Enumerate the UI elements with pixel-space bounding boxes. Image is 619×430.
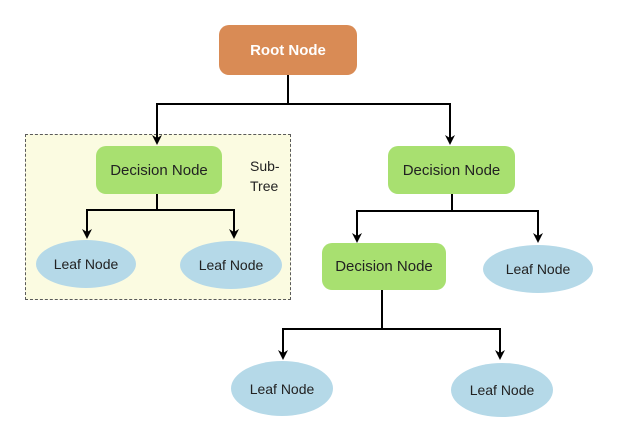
decision-node-lower: Decision Node: [322, 243, 446, 290]
leaf-node-label: Leaf Node: [198, 257, 264, 273]
decision-node-label: Decision Node: [110, 161, 208, 179]
leaf-node-left-2: Leaf Node: [180, 241, 282, 289]
edge-decision-left-to-leaf-1: [82, 194, 158, 239]
edge-decision-lower-to-leaf-2: [382, 328, 505, 360]
leaf-node-bottom-2: Leaf Node: [451, 363, 553, 417]
edge-decision-lower-to-leaf-1: [278, 290, 383, 360]
decision-node-left: Decision Node: [96, 146, 222, 194]
edge-root-to-decision-left: [152, 75, 289, 145]
leaf-node-label: Leaf Node: [249, 380, 315, 397]
root-node: Root Node: [219, 25, 357, 75]
leaf-node-right: Leaf Node: [483, 245, 593, 293]
root-node-label: Root Node: [250, 41, 326, 59]
subtree-label-line-2: Tree: [250, 178, 279, 194]
leaf-node-label: Leaf Node: [505, 261, 571, 277]
edge-decision-left-to-leaf-2: [157, 209, 239, 239]
subtree-label: Sub- Tree: [250, 156, 286, 196]
leaf-node-bottom-1: Leaf Node: [231, 361, 333, 416]
leaf-node-left-1: Leaf Node: [36, 240, 136, 288]
decision-node-label: Decision Node: [335, 258, 433, 275]
decision-node-right: Decision Node: [388, 146, 515, 194]
edge-root-to-decision-right: [288, 103, 455, 145]
subtree-label-line-1: Sub-: [250, 158, 280, 174]
leaf-node-label: Leaf Node: [53, 256, 119, 272]
edge-decision-right-to-leaf: [452, 210, 543, 243]
leaf-node-label: Leaf Node: [469, 382, 535, 398]
decision-node-label: Decision Node: [402, 161, 501, 179]
edge-decision-right-to-decision-lower: [352, 194, 453, 243]
